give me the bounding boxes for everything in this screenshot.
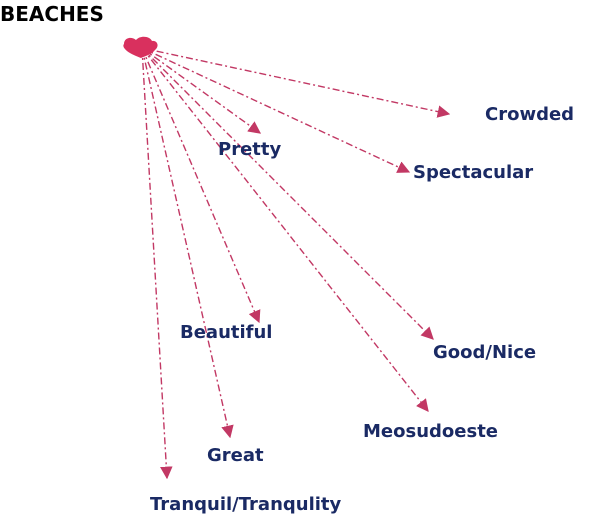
term-spectacular: Spectacular: [413, 162, 533, 183]
terms-group: Crowded Pretty Spectacular Beautiful Goo…: [150, 104, 574, 515]
term-beautiful: Beautiful: [180, 322, 272, 343]
arrow-to-meosudoeste: [141, 47, 429, 412]
heart-cluster-icon: [123, 36, 158, 58]
arrow-to-great: [141, 47, 234, 439]
arrow-to-pretty: [141, 47, 262, 134]
term-meosudoeste: Meosudoeste: [363, 421, 498, 442]
term-tranquil: Tranquil/Tranqulity: [150, 494, 342, 515]
term-pretty: Pretty: [218, 139, 281, 160]
diagram-title: BEACHES: [0, 2, 104, 26]
arrow-to-good-nice: [141, 47, 434, 340]
term-crowded: Crowded: [485, 104, 574, 125]
edges-group: [141, 47, 451, 480]
arrow-to-crowded: [141, 47, 451, 118]
hub-node: [123, 36, 158, 58]
arrow-to-spectacular: [141, 47, 411, 173]
term-good-nice: Good/Nice: [433, 342, 536, 363]
arrow-to-beautiful: [141, 47, 261, 324]
term-great: Great: [207, 445, 264, 466]
arrow-to-tranquil: [141, 47, 173, 480]
